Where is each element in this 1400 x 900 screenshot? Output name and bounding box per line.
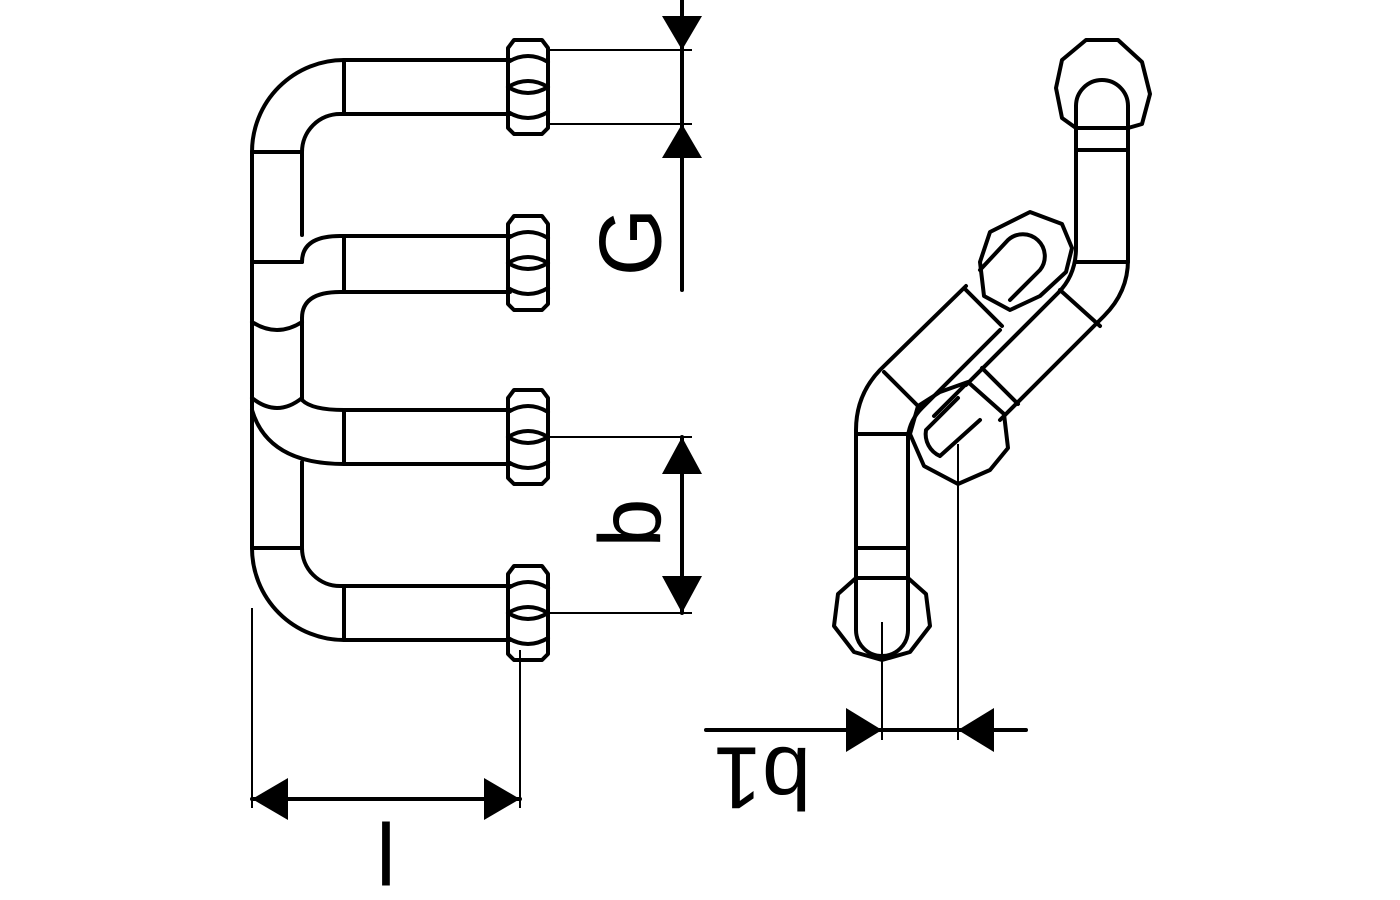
b1-arrow-left bbox=[846, 708, 882, 752]
b1-arrow-right bbox=[958, 708, 994, 752]
branch-pipe-2 bbox=[300, 234, 512, 320]
hex-nut-2 bbox=[506, 214, 550, 312]
branch-pipe-4 bbox=[250, 546, 512, 642]
side-oval-lower bbox=[923, 384, 982, 458]
dimension-l: l bbox=[250, 608, 522, 900]
dimension-b: b bbox=[548, 435, 702, 615]
l-arrow-right bbox=[484, 778, 520, 820]
side-hex-nut-middle-upper bbox=[978, 210, 1074, 312]
vertical-main-pipe bbox=[250, 150, 304, 550]
l-arrow-left bbox=[252, 778, 288, 820]
hex-nut-4 bbox=[506, 564, 550, 662]
side-hex-nut-middle-lower bbox=[908, 380, 1010, 486]
side-view-manifold bbox=[832, 38, 1152, 740]
dimension-label-b: b bbox=[581, 499, 680, 548]
b-arrow-top bbox=[662, 437, 702, 474]
dimension-label-b1: b1 bbox=[713, 729, 811, 828]
side-pipe-upper bbox=[964, 78, 1130, 422]
g-arrow-bottom bbox=[662, 124, 702, 158]
branch-pipe-3 bbox=[250, 398, 512, 466]
front-view-manifold bbox=[250, 38, 550, 662]
side-oval-upper bbox=[978, 232, 1047, 302]
dimension-g: G bbox=[548, 0, 702, 292]
side-hex-nut-top bbox=[1054, 38, 1152, 130]
b-arrow-bottom bbox=[662, 576, 702, 613]
dimension-b1: b1 bbox=[704, 708, 1028, 828]
side-hex-nut-bottom bbox=[832, 576, 932, 662]
hex-nut-1 bbox=[506, 38, 550, 136]
dimension-label-g: G bbox=[581, 208, 680, 276]
branch-pipe-1 bbox=[250, 58, 512, 154]
dimension-label-l: l bbox=[376, 803, 396, 900]
hex-nut-3 bbox=[506, 388, 550, 486]
g-arrow-top bbox=[662, 16, 702, 50]
side-pipe-lower bbox=[854, 284, 1004, 740]
